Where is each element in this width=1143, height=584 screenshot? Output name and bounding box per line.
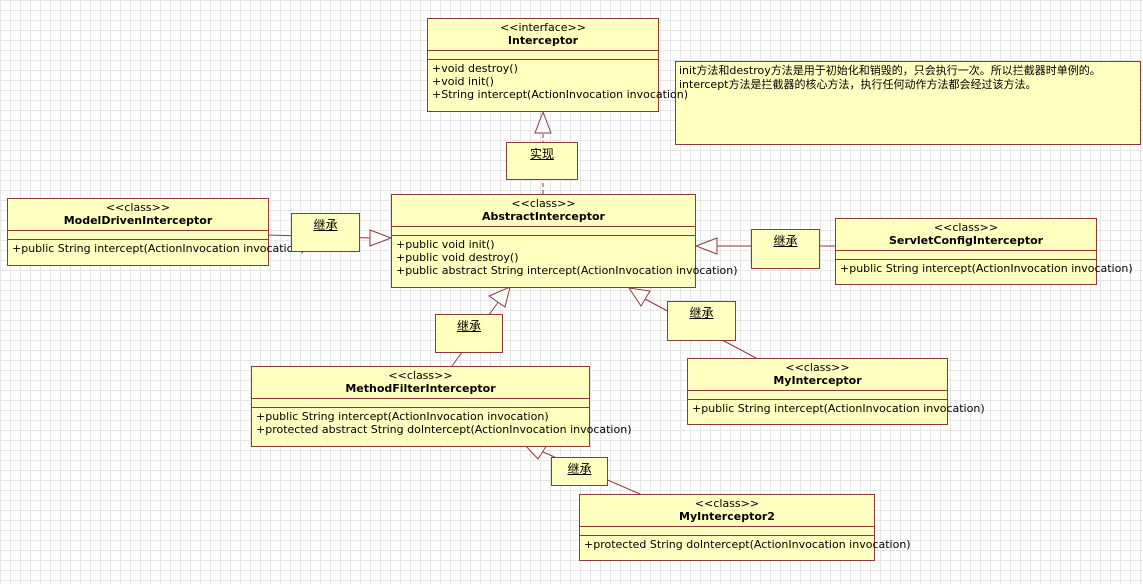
class-name: ServletConfigInterceptor bbox=[888, 234, 1044, 247]
stereotype: <<class>> bbox=[105, 201, 171, 214]
stereotype: <<class>> bbox=[785, 361, 850, 374]
attributes-compartment bbox=[392, 227, 695, 236]
realization-label[interactable]: 实现 bbox=[506, 142, 578, 180]
inherit-arrowhead-servletconfig bbox=[694, 237, 718, 255]
inherit-label-methodfilter[interactable]: 继承 bbox=[435, 314, 503, 353]
operation: +public String intercept(ActionInvocatio… bbox=[256, 410, 549, 423]
operations-compartment: +public String intercept(ActionInvocatio… bbox=[8, 240, 305, 257]
inherit-arrowhead-myinterceptor bbox=[627, 287, 651, 307]
class-name: MyInterceptor bbox=[773, 374, 862, 387]
operations-compartment: +public String intercept(ActionInvocatio… bbox=[688, 400, 985, 417]
class-my-interceptor2[interactable]: <<class>> MyInterceptor2 +protected Stri… bbox=[579, 494, 911, 561]
attributes-compartment bbox=[688, 391, 947, 400]
stereotype: <<class>> bbox=[933, 221, 999, 234]
operation: +String intercept(ActionInvocation invoc… bbox=[432, 88, 689, 101]
operation: +protected abstract String doIntercept(A… bbox=[256, 423, 632, 436]
inherit-label-myinterceptor[interactable]: 继承 bbox=[667, 301, 736, 341]
operations-compartment: +public void init() +public void destroy… bbox=[392, 236, 738, 279]
stereotype: <<class>> bbox=[511, 197, 576, 210]
operation: +public String intercept(ActionInvocatio… bbox=[12, 242, 305, 255]
operation: +public abstract String intercept(Action… bbox=[396, 264, 738, 277]
note-line-1: init方法和destroy方法是用于初始化和销毁的，只会执行一次。所以拦截器时… bbox=[679, 64, 1101, 77]
operations-compartment: +public String intercept(ActionInvocatio… bbox=[252, 408, 632, 438]
class-interceptor[interactable]: <<interface>> Interceptor +void destroy(… bbox=[427, 18, 689, 112]
operation: +public void destroy() bbox=[396, 251, 519, 264]
operation: +protected String doIntercept(ActionInvo… bbox=[584, 538, 911, 551]
inherit-label-myinterceptor2[interactable]: 继承 bbox=[551, 457, 608, 486]
operation: +public String intercept(ActionInvocatio… bbox=[840, 262, 1133, 275]
class-method-filter-interceptor[interactable]: <<class>> MethodFilterInterceptor +publi… bbox=[251, 366, 632, 447]
attributes-compartment bbox=[8, 231, 268, 240]
stereotype: <<class>> bbox=[694, 497, 760, 510]
stereotype: <<class>> bbox=[388, 369, 453, 382]
operation: +public String intercept(ActionInvocatio… bbox=[692, 402, 985, 415]
attributes-compartment bbox=[580, 527, 874, 536]
class-servlet-config-interceptor[interactable]: <<class>> ServletConfigInterceptor +publ… bbox=[835, 218, 1133, 285]
class-name: MethodFilterInterceptor bbox=[345, 382, 496, 395]
operations-compartment: +public String intercept(ActionInvocatio… bbox=[836, 260, 1133, 277]
class-name: Interceptor bbox=[507, 34, 579, 47]
note-box[interactable]: init方法和destroy方法是用于初始化和销毁的，只会执行一次。所以拦截器时… bbox=[675, 61, 1141, 145]
inherit-label-modeldriven[interactable]: 继承 bbox=[291, 213, 360, 252]
operations-compartment: +void destroy() +void init() +String int… bbox=[428, 60, 689, 103]
class-name: MyInterceptor2 bbox=[679, 510, 775, 523]
operation: +void init() bbox=[432, 75, 494, 88]
attributes-compartment bbox=[428, 51, 658, 60]
stereotype: <<interface>> bbox=[500, 21, 586, 34]
operations-compartment: +protected String doIntercept(ActionInvo… bbox=[580, 536, 911, 553]
inherit-label-servletconfig[interactable]: 继承 bbox=[751, 229, 820, 269]
realization-arrowhead bbox=[534, 110, 552, 134]
class-name: AbstractInterceptor bbox=[482, 210, 605, 223]
class-my-interceptor[interactable]: <<class>> MyInterceptor +public String i… bbox=[687, 358, 985, 425]
operation: +public void init() bbox=[396, 238, 495, 251]
class-model-driven-interceptor[interactable]: <<class>> ModelDrivenInterceptor +public… bbox=[7, 198, 305, 266]
operation: +void destroy() bbox=[432, 62, 518, 75]
inherit-arrowhead-methodfilter bbox=[487, 286, 511, 308]
class-abstract-interceptor[interactable]: <<class>> AbstractInterceptor +public vo… bbox=[391, 194, 738, 288]
inherit-arrowhead-modeldriven bbox=[369, 229, 393, 247]
attributes-compartment bbox=[252, 399, 589, 408]
attributes-compartment bbox=[836, 251, 1096, 260]
class-name: ModelDrivenInterceptor bbox=[63, 214, 213, 227]
note-line-2: intercept方法是拦截器的核心方法，执行任何动作方法都会经过该方法。 bbox=[679, 78, 1037, 91]
